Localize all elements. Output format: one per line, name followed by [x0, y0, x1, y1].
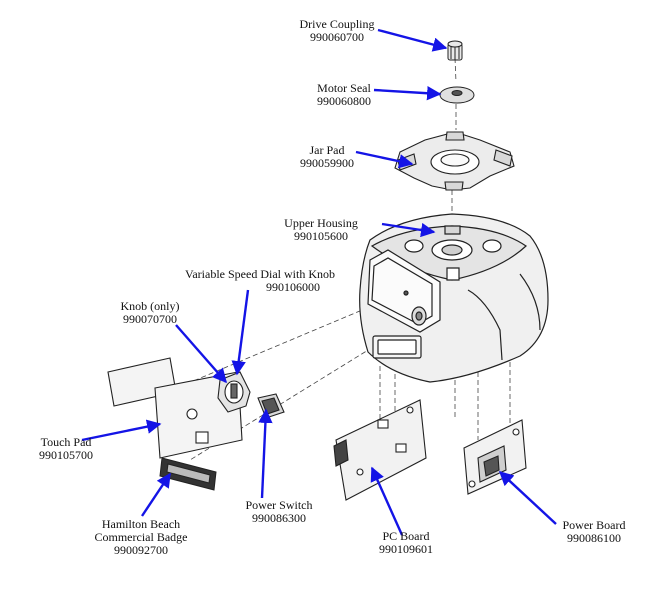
pc-board-part	[333, 399, 427, 501]
callout-arrows	[81, 28, 557, 536]
pc-board-arrow	[370, 466, 404, 536]
pc-board-label: PC Board 990109601	[379, 529, 433, 556]
power-switch-arrow	[258, 408, 273, 499]
jar-pad-label: Jar Pad 990059900	[300, 143, 354, 170]
drive-coupling-part	[447, 40, 463, 61]
variable-speed-dial-label: Variable Speed Dial with Knob 990106000	[185, 267, 335, 294]
power-board-label: Power Board 990086100	[562, 518, 626, 545]
upper-housing-arrow	[381, 222, 436, 238]
power-board-arrow	[498, 471, 557, 525]
upper-housing-label: Upper Housing 990105600	[284, 216, 358, 243]
motor-seal-label: Motor Seal 990060800	[317, 81, 371, 108]
badge-arrow	[141, 472, 171, 517]
power-board-part	[463, 419, 527, 495]
jar-pad-part	[394, 131, 515, 191]
badge-label: Hamilton Beach Commercial Badge 99009270…	[94, 517, 188, 557]
drive-coupling-label: Drive Coupling 990060700	[299, 17, 375, 44]
variable-speed-dial-arrow	[231, 289, 250, 376]
commercial-badge-part	[159, 457, 217, 491]
touch-pad-arrow	[81, 419, 162, 442]
jar-pad-arrow	[355, 150, 414, 169]
touch-pad-label: Touch Pad 990105700	[39, 435, 93, 462]
knob-only-label: Knob (only) 990070700	[120, 299, 180, 326]
drive-coupling-arrow	[377, 28, 448, 52]
motor-seal-arrow	[373, 86, 442, 101]
motor-seal-part	[439, 86, 475, 104]
touch-pad-part	[107, 357, 243, 459]
power-switch-label: Power Switch 990086300	[245, 498, 313, 525]
upper-housing-part	[359, 213, 549, 383]
power-switch-part	[257, 393, 285, 419]
knob-arrow	[175, 324, 227, 384]
